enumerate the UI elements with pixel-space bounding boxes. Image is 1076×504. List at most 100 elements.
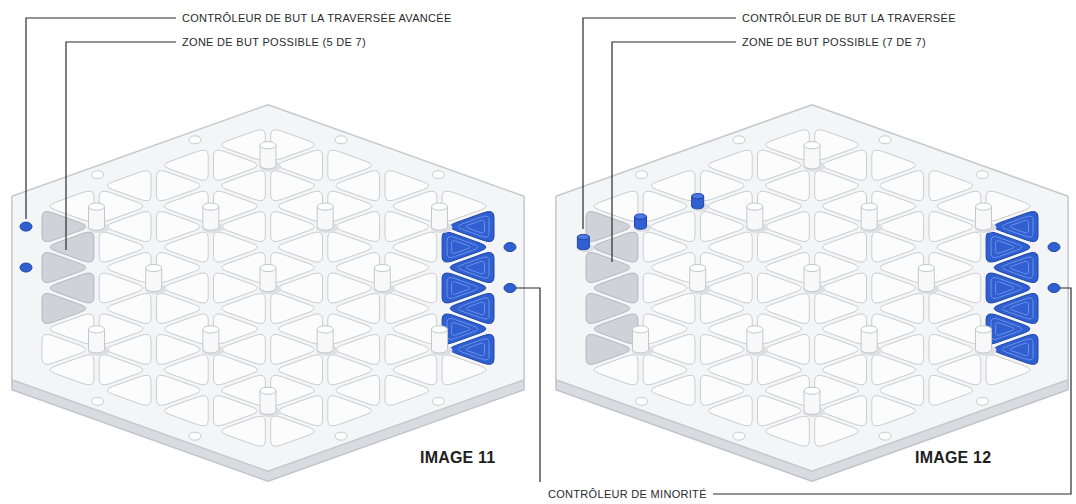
- peg-top: [89, 203, 105, 210]
- peg-top: [975, 203, 991, 210]
- rim-cup: [733, 432, 745, 440]
- board-triangle: [929, 375, 973, 405]
- peg-top: [260, 142, 276, 149]
- rim-cup: [335, 136, 347, 144]
- board-triangle: [815, 416, 859, 446]
- board-triangle: [385, 375, 429, 405]
- peg-top: [89, 326, 105, 333]
- rim-cup: [636, 397, 648, 405]
- goal-ridge: [1010, 302, 1028, 315]
- goal-ridge: [996, 241, 1014, 254]
- board-triangle: [222, 416, 266, 446]
- peg-top: [260, 264, 276, 271]
- board-triangle: [442, 355, 486, 385]
- goal-ridge: [452, 323, 470, 336]
- rim-cup: [432, 171, 444, 179]
- goal-ridge: [996, 323, 1014, 336]
- controller-dot: [504, 243, 516, 252]
- callout-label: ZONE DE BUT POSSIBLE (7 DE 7): [742, 35, 926, 49]
- board-triangle: [708, 396, 752, 426]
- peg-top: [804, 142, 820, 149]
- controller-dot: [1048, 284, 1060, 293]
- game-board: [556, 105, 1068, 482]
- peg-top: [804, 264, 820, 271]
- goal-ridge: [447, 237, 478, 258]
- callout-label: CONTRÔLEUR DE BUT LA TRAVERSÉE AVANCÉE: [182, 11, 452, 25]
- rim-cup: [189, 432, 201, 440]
- rim-cup: [976, 171, 988, 179]
- goal-ridge: [1002, 257, 1033, 278]
- board-triangle: [651, 375, 695, 405]
- game-board: [12, 105, 524, 482]
- figure-label: IMAGE 11: [420, 448, 495, 467]
- goal-ridge: [991, 237, 1022, 258]
- rim-cup: [92, 397, 104, 405]
- goal-ridge: [452, 282, 470, 295]
- goal-ridge: [458, 257, 489, 278]
- goal-ridge: [458, 216, 489, 237]
- goal-ridge: [991, 318, 1022, 339]
- goal-ridge: [452, 241, 470, 254]
- board-triangle: [872, 396, 916, 426]
- leader-line: [66, 42, 176, 250]
- goal-ridge: [1010, 220, 1028, 233]
- leader-lines: [26, 18, 1071, 494]
- boards-group: [12, 105, 1068, 482]
- rim-cup: [879, 136, 891, 144]
- peg-top: [146, 264, 162, 271]
- leader-line: [26, 18, 176, 219]
- callout-label: CONTRÔLEUR DE MINORITÉ: [548, 487, 707, 501]
- peg-top: [861, 203, 877, 210]
- goal-ridge: [447, 318, 478, 339]
- board-triangle: [328, 396, 372, 426]
- board-triangle: [766, 416, 810, 446]
- peg-top: [692, 193, 704, 198]
- board-triangle: [107, 375, 151, 405]
- board-triangle: [50, 355, 94, 385]
- peg-top: [918, 264, 934, 271]
- leader-line: [516, 288, 540, 482]
- goal-ridge: [996, 282, 1014, 295]
- board-triangle: [986, 355, 1030, 385]
- callout-label: ZONE DE BUT POSSIBLE (5 DE 7): [182, 35, 366, 49]
- peg-top: [260, 387, 276, 394]
- rim-cup: [92, 171, 104, 179]
- goal-ridge: [447, 278, 478, 299]
- peg-top: [577, 234, 589, 239]
- goal-ridge: [1002, 339, 1033, 360]
- rim-cup: [976, 397, 988, 405]
- callout-label: CONTRÔLEUR DE BUT LA TRAVERSÉE: [742, 11, 956, 25]
- peg-top: [747, 326, 763, 333]
- peg-top: [203, 203, 219, 210]
- peg-top: [633, 326, 649, 333]
- leader-line: [713, 288, 1071, 494]
- peg-top: [317, 203, 333, 210]
- peg-top: [317, 326, 333, 333]
- peg-top: [804, 387, 820, 394]
- controller-dot: [1048, 243, 1060, 252]
- goal-ridge: [466, 302, 484, 315]
- peg-top: [635, 214, 647, 219]
- peg-top: [203, 326, 219, 333]
- goal-ridge: [1010, 343, 1028, 356]
- peg-top: [975, 326, 991, 333]
- goal-ridge: [458, 298, 489, 319]
- peg-top: [861, 326, 877, 333]
- goal-ridge: [466, 220, 484, 233]
- controller-dot: [20, 263, 32, 272]
- goal-ridge: [458, 339, 489, 360]
- goal-ridge: [466, 343, 484, 356]
- goal-ridge: [1002, 298, 1033, 319]
- board-triangle: [164, 396, 208, 426]
- controller-dot: [504, 284, 516, 293]
- peg-top: [431, 326, 447, 333]
- goal-ridge: [1010, 261, 1028, 274]
- rim-cup: [189, 136, 201, 144]
- goal-ridge: [991, 278, 1022, 299]
- controller-dot: [20, 222, 32, 231]
- goal-ridge: [1002, 216, 1033, 237]
- figure-label: IMAGE 12: [915, 448, 991, 467]
- peg-top: [747, 203, 763, 210]
- board-triangle: [271, 416, 315, 446]
- board-triangle: [594, 355, 638, 385]
